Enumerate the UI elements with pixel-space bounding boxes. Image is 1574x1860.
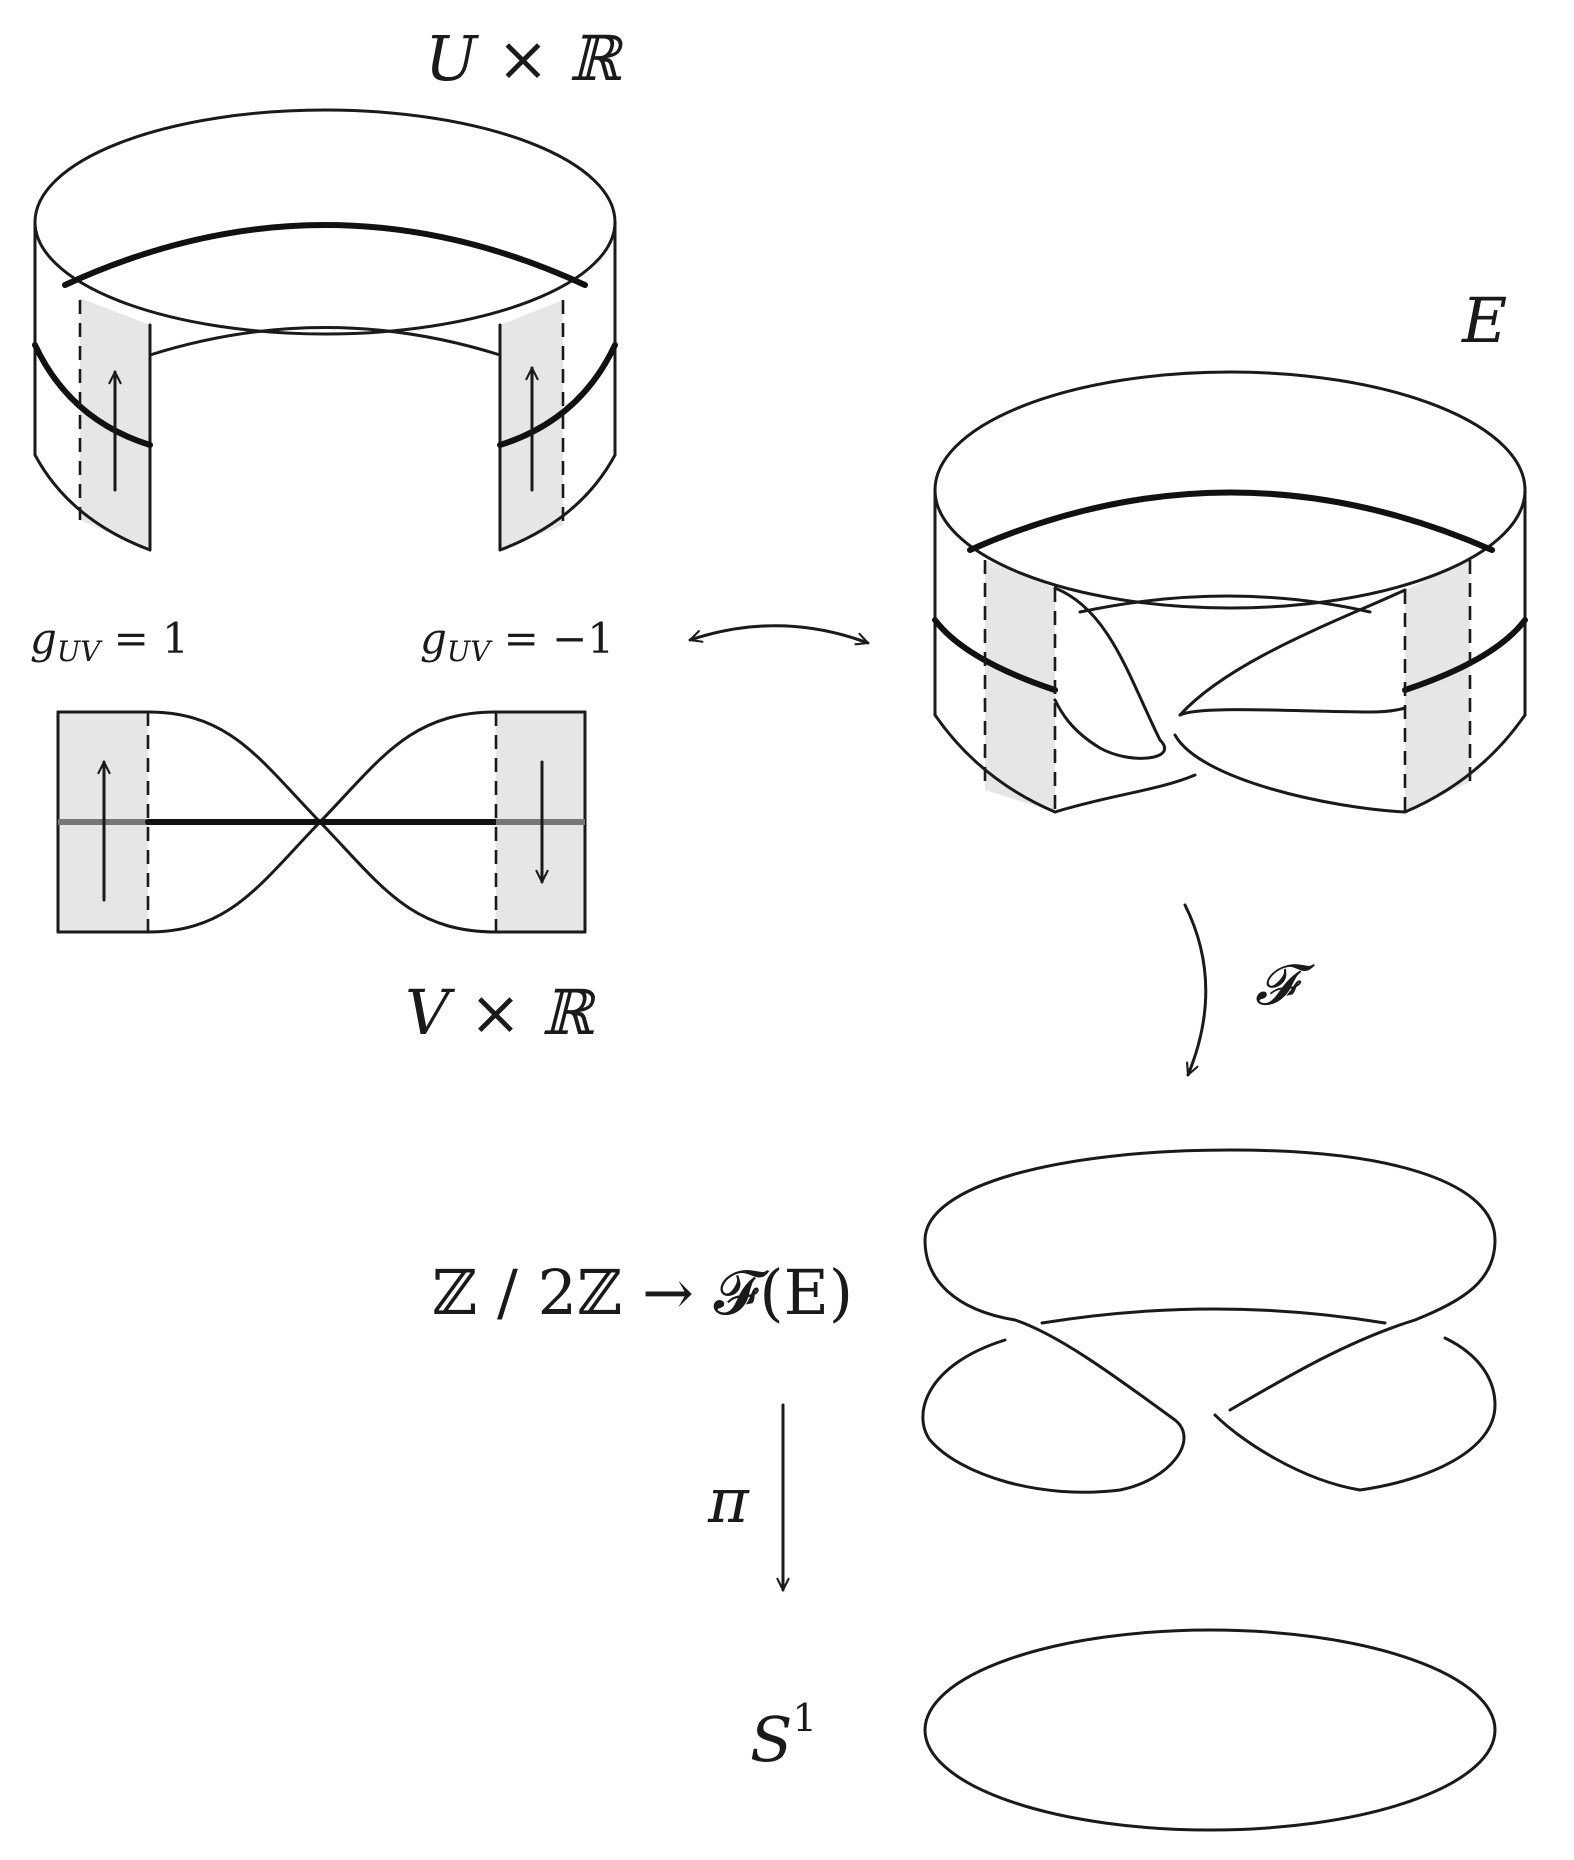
v-times-r-strip <box>56 710 587 934</box>
mobius-band-e <box>932 370 1528 814</box>
label-curly-f: 𝓕 <box>1255 953 1297 1018</box>
circle-s1 <box>923 1628 1497 1832</box>
label-u-times-r: U × ℝ <box>425 22 621 95</box>
label-s1: S1 <box>750 1696 817 1776</box>
label-pi: π <box>708 1464 749 1537</box>
label-e: E <box>1462 284 1508 357</box>
correspondence-arrow-icon <box>688 624 870 646</box>
label-v-times-r: V × ℝ <box>405 976 593 1049</box>
label-g-uv-negative: gUV = −1 <box>420 614 615 668</box>
sheaf-cover-f-e <box>921 1148 1497 1494</box>
label-group-map: ℤ / 2ℤ → 𝓕(E) <box>432 1256 854 1329</box>
label-g-uv-positive: gUV = 1 <box>30 614 189 668</box>
sheaf-functor-arrow-icon <box>1183 903 1208 1077</box>
u-times-r-cylinder <box>32 108 618 552</box>
